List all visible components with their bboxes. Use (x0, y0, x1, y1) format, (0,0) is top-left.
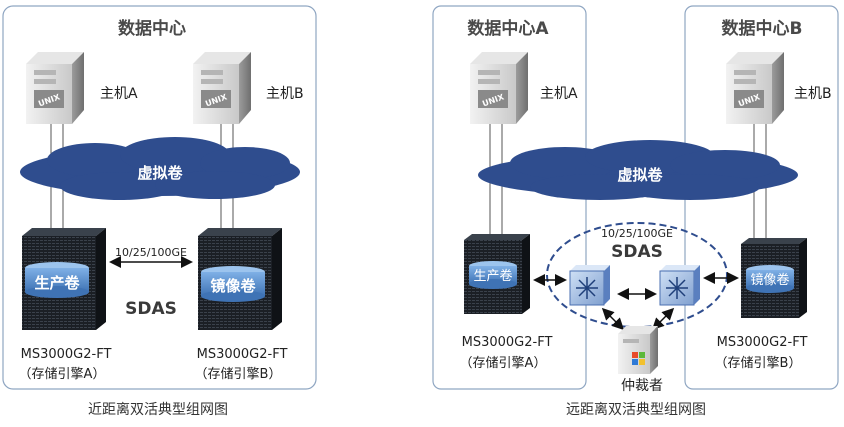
left-diagram: 数据中心 UNIX 主机A UNIX 主 (2, 5, 317, 418)
storage-b-model: MS3000G2-FT (717, 335, 808, 350)
left-caption: 近距离双活典型组网图 (88, 401, 228, 418)
server-icon: UNIX (470, 52, 528, 124)
link-arrow-arbiter-right (651, 307, 675, 331)
storage-array-icon (22, 228, 106, 330)
storage-a-role: （存储引擎A） (460, 356, 547, 371)
switch-icon (569, 265, 610, 306)
datacenter-title: 数据中心 (118, 18, 186, 39)
mirror-volume-label: 镜像卷 (210, 277, 256, 295)
switch-icon (659, 265, 700, 306)
link-speed-label: 10/25/100GE (115, 246, 187, 259)
right-caption: 远距离双活典型组网图 (566, 401, 706, 418)
datacenter-b-title: 数据中心B (722, 18, 803, 39)
storage-b-role: （存储引擎B） (195, 367, 282, 382)
storage-a-role: （存储引擎A） (19, 367, 106, 382)
arbiter-server-icon (618, 326, 658, 374)
virtual-volume-cloud (478, 140, 798, 200)
datacenter-a-title: 数据中心A (467, 18, 549, 39)
host-a-label: 主机A (540, 86, 578, 102)
host-b-label: 主机B (266, 86, 304, 102)
arbiter-label: 仲裁者 (621, 378, 663, 394)
server-icon: UNIX (726, 52, 784, 124)
server-icon: UNIX (26, 52, 84, 124)
virtual-volume-label: 虚拟卷 (137, 164, 183, 182)
right-diagram: 数据中心A 数据中心B UNIX 主机A UNIX (432, 5, 839, 418)
virtual-volume-cloud (20, 137, 300, 200)
sdas-label: SDAS (611, 242, 663, 262)
production-volume-label: 生产卷 (34, 274, 80, 292)
server-icon: UNIX (193, 52, 251, 124)
storage-b-model: MS3000G2-FT (197, 347, 288, 362)
link-arrow-arbiter-left (601, 307, 625, 331)
host-b-label: 主机B (794, 86, 832, 102)
mirror-volume-label: 镜像卷 (750, 272, 789, 288)
storage-a-model: MS3000G2-FT (462, 335, 553, 350)
sdas-label: SDAS (125, 299, 177, 319)
storage-b-role: （存储引擎B） (715, 356, 802, 371)
host-a-label: 主机A (100, 86, 138, 102)
link-speed-label: 10/25/100GE (601, 227, 673, 240)
virtual-volume-label: 虚拟卷 (617, 166, 663, 184)
storage-a-model: MS3000G2-FT (21, 347, 112, 362)
storage-array-icon (198, 228, 282, 330)
storage-array-icon (741, 238, 807, 318)
production-volume-label: 生产卷 (473, 268, 512, 284)
storage-array-icon (464, 234, 530, 314)
